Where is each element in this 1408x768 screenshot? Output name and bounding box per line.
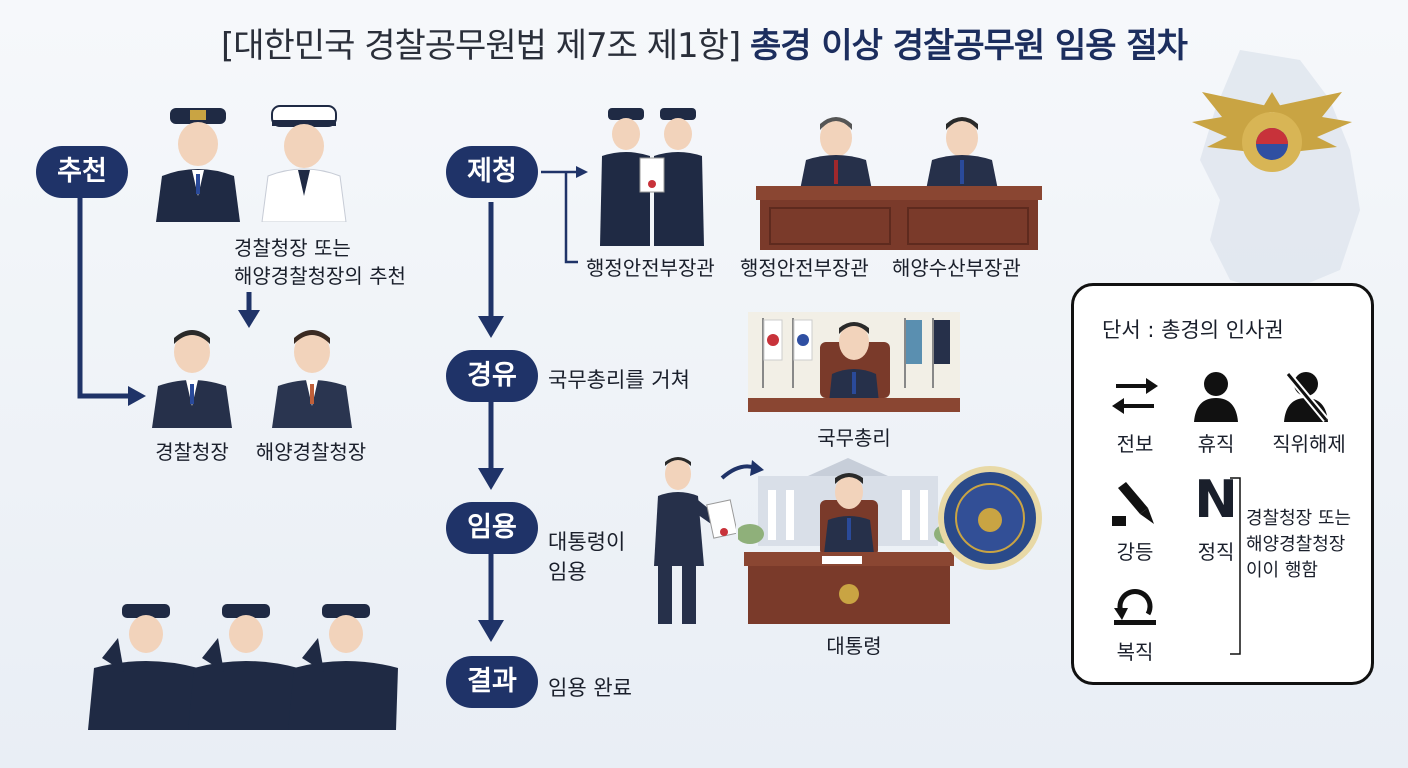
undo-icon — [1114, 589, 1156, 625]
person1-label: 경찰청장 — [155, 440, 229, 464]
title-main: 총경 이상 경찰공무원 임용 절차 — [749, 26, 1188, 66]
legend-title: 단서 : 총경의 인사권 — [1102, 318, 1284, 342]
recommend-arrow — [77, 198, 128, 399]
step-request: 제청 — [446, 146, 538, 198]
legend-reinstatement: 복직 — [1116, 640, 1154, 664]
arrow-request-to-via — [478, 316, 504, 338]
coast-guard-chief-figure — [261, 105, 347, 222]
legend-demotion: 강등 — [1116, 540, 1154, 564]
person-icon — [1194, 372, 1238, 422]
arrow-via-to-appoint — [478, 468, 504, 490]
down-arrow-small — [238, 310, 260, 328]
step-recommend: 추천 — [36, 146, 128, 198]
saluting-officers — [88, 604, 398, 730]
police-commissioner-figure — [152, 330, 232, 428]
request-left-caption: 행정안전부장관 — [586, 256, 715, 280]
appoint-image-caption: 대통령 — [826, 634, 882, 658]
coast-guard-commissioner-figure — [272, 330, 352, 428]
request-bracket — [564, 172, 578, 264]
person-slash-icon — [1284, 371, 1329, 422]
legend-leave: 휴직 — [1197, 432, 1235, 456]
police-chief-figure — [156, 108, 240, 222]
pencil-down-icon — [1112, 482, 1154, 526]
suspension-n-icon: N — [1194, 470, 1238, 530]
person2-label: 해양경찰청장 — [255, 440, 367, 464]
prime-minister-figure — [748, 312, 960, 412]
legend-transfer: 전보 — [1116, 432, 1154, 456]
page-title: [대한민국 경찰공무원법 제7조 제1항] 총경 이상 경찰공무원 임용 절차 — [0, 18, 1408, 67]
legend-dismissal: 직위해제 — [1272, 432, 1346, 456]
minister1-label: 행정안전부장관 — [740, 256, 869, 280]
appoint-text-line1: 대통령이 — [548, 530, 626, 554]
via-image-caption: 국무총리 — [817, 426, 891, 450]
recommend-caption-line1: 경찰청장 또는 — [234, 236, 351, 260]
step-via: 경유 — [446, 350, 538, 402]
legend-bracket — [1230, 477, 1241, 655]
step-appoint: 임용 — [446, 502, 538, 554]
recommend-caption-line2: 해양경찰청장의 추천 — [234, 264, 406, 288]
legend-note-line1: 경찰청장 또는 — [1246, 508, 1352, 529]
seal-icon — [938, 466, 1042, 570]
via-text: 국무총리를 거쳐 — [548, 368, 690, 392]
president-desk-figure — [738, 458, 960, 624]
transfer-arrows-icon — [1112, 378, 1158, 414]
appoint-text-line2: 임용 — [548, 560, 587, 584]
ministers-exchange-figure — [600, 108, 704, 246]
police-emblem-icon — [1192, 92, 1352, 172]
handover-arrow — [750, 460, 764, 476]
arrow-appoint-to-result — [478, 620, 504, 642]
legend-note-line3: 이이 행함 — [1246, 560, 1318, 581]
title-prefix: [대한민국 경찰공무원법 제7조 제1항] — [221, 26, 741, 66]
result-text: 임용 완료 — [548, 676, 632, 700]
document-bearer-figure — [654, 457, 736, 624]
legend-box: 단서 : 총경의 인사권 전보 휴직 직위해제 강등 N 정직 복직 경찰청장 … — [1071, 283, 1374, 685]
legend-suspension: 정직 — [1197, 540, 1235, 564]
step-result: 결과 — [446, 656, 538, 708]
minister2-label: 해양수산부장관 — [892, 256, 1021, 280]
ministers-desk-figure — [756, 117, 1042, 250]
legend-note-line2: 해양경찰청장 — [1246, 534, 1346, 555]
